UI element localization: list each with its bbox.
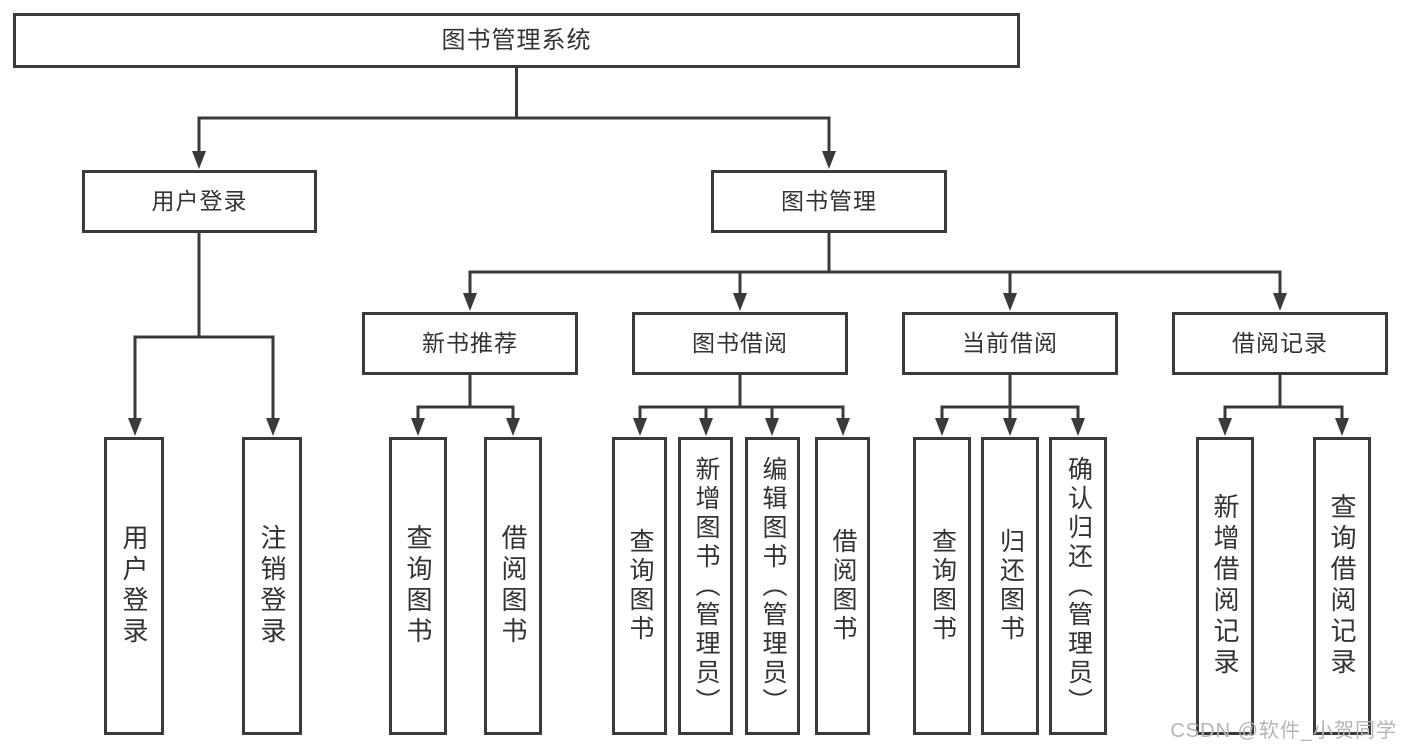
node-label: 图书管理系统 [441,26,592,54]
node-label: 用户登录 [119,524,149,648]
node-label: 查询图书 [403,524,433,648]
node-label: 图书借阅 [692,330,788,356]
node-root-system: 图书管理系统 [13,13,1020,68]
node-label: 借阅图书 [829,528,857,644]
node-label: 用户登录 [151,188,248,214]
node-label: 当前借阅 [962,330,1058,356]
node-label: 注销登录 [257,524,287,648]
node-book-borrowing: 图书借阅 [632,312,848,375]
connector-borrowing-to-leaves [638,375,845,430]
leaf-query-borrow-record: 查询借阅记录 [1313,437,1371,735]
arrowhead [733,293,747,311]
node-label: 查询图书 [928,528,957,644]
arrowhead [506,418,520,436]
arrowhead [266,418,280,436]
leaf-return-books: 归还图书 [981,437,1039,735]
leaf-user-login: 用户登录 [104,437,164,735]
arrowhead [633,418,647,436]
node-user-login: 用户登录 [82,170,317,233]
leaf-borrow-books-recommend: 借阅图书 [484,437,542,735]
connector-userlogin-to-leaves [133,233,275,430]
arrowhead [836,418,850,436]
leaf-confirm-return-admin: 确认归还（管理员） [1049,437,1107,735]
node-current-borrowing: 当前借阅 [902,312,1118,375]
arrowhead [1218,418,1232,436]
leaf-add-book-admin: 新增图书（管理员） [678,437,733,735]
node-label: 查询图书 [626,528,654,644]
connector-newrec-to-leaves [416,375,515,430]
arrowhead [192,151,206,169]
node-label: 归还图书 [996,528,1025,644]
csdn-watermark: CSDN @软件_小贺同学 [1170,720,1397,742]
node-label: 查询借阅记录 [1327,493,1357,679]
leaf-edit-book-admin: 编辑图书（管理员） [745,437,800,735]
arrowhead [1003,293,1017,311]
leaf-query-books-borrowing: 查询图书 [612,437,667,735]
node-label: 编辑图书（管理员） [759,455,787,717]
arrowhead [128,418,142,436]
arrowhead [411,418,425,436]
connector-bookmgmt-to-level3 [468,233,1282,305]
leaf-add-borrow-record: 新增借阅记录 [1196,437,1254,735]
arrowhead [1335,418,1349,436]
leaf-borrow-books: 借阅图书 [815,437,870,735]
node-book-management: 图书管理 [711,170,947,233]
connector-records-to-leaves [1223,375,1344,430]
arrowhead [765,418,779,436]
connector-current-to-leaves [940,375,1080,430]
arrowhead [699,418,713,436]
node-label: 借阅记录 [1232,330,1328,356]
node-label: 新增借阅记录 [1210,493,1240,679]
arrowhead [1071,418,1085,436]
leaf-query-books-current: 查询图书 [913,437,971,735]
leaf-query-books-recommend: 查询图书 [389,437,447,735]
arrowhead [1003,418,1017,436]
node-label: 新书推荐 [422,330,518,356]
node-label: 确认归还（管理员） [1064,455,1093,717]
leaf-logout-login: 注销登录 [242,437,302,735]
arrowhead [1273,293,1287,311]
arrowhead [935,418,949,436]
arrowhead [822,151,836,169]
arrowhead [463,293,477,311]
connector-elbows [133,68,1344,430]
node-label: 新增图书（管理员） [692,455,720,717]
node-label: 图书管理 [781,188,877,214]
node-new-book-recommend: 新书推荐 [362,312,578,375]
node-borrowing-records: 借阅记录 [1172,312,1388,375]
connector-root-to-level2 [197,68,831,163]
node-label: 借阅图书 [498,524,528,648]
